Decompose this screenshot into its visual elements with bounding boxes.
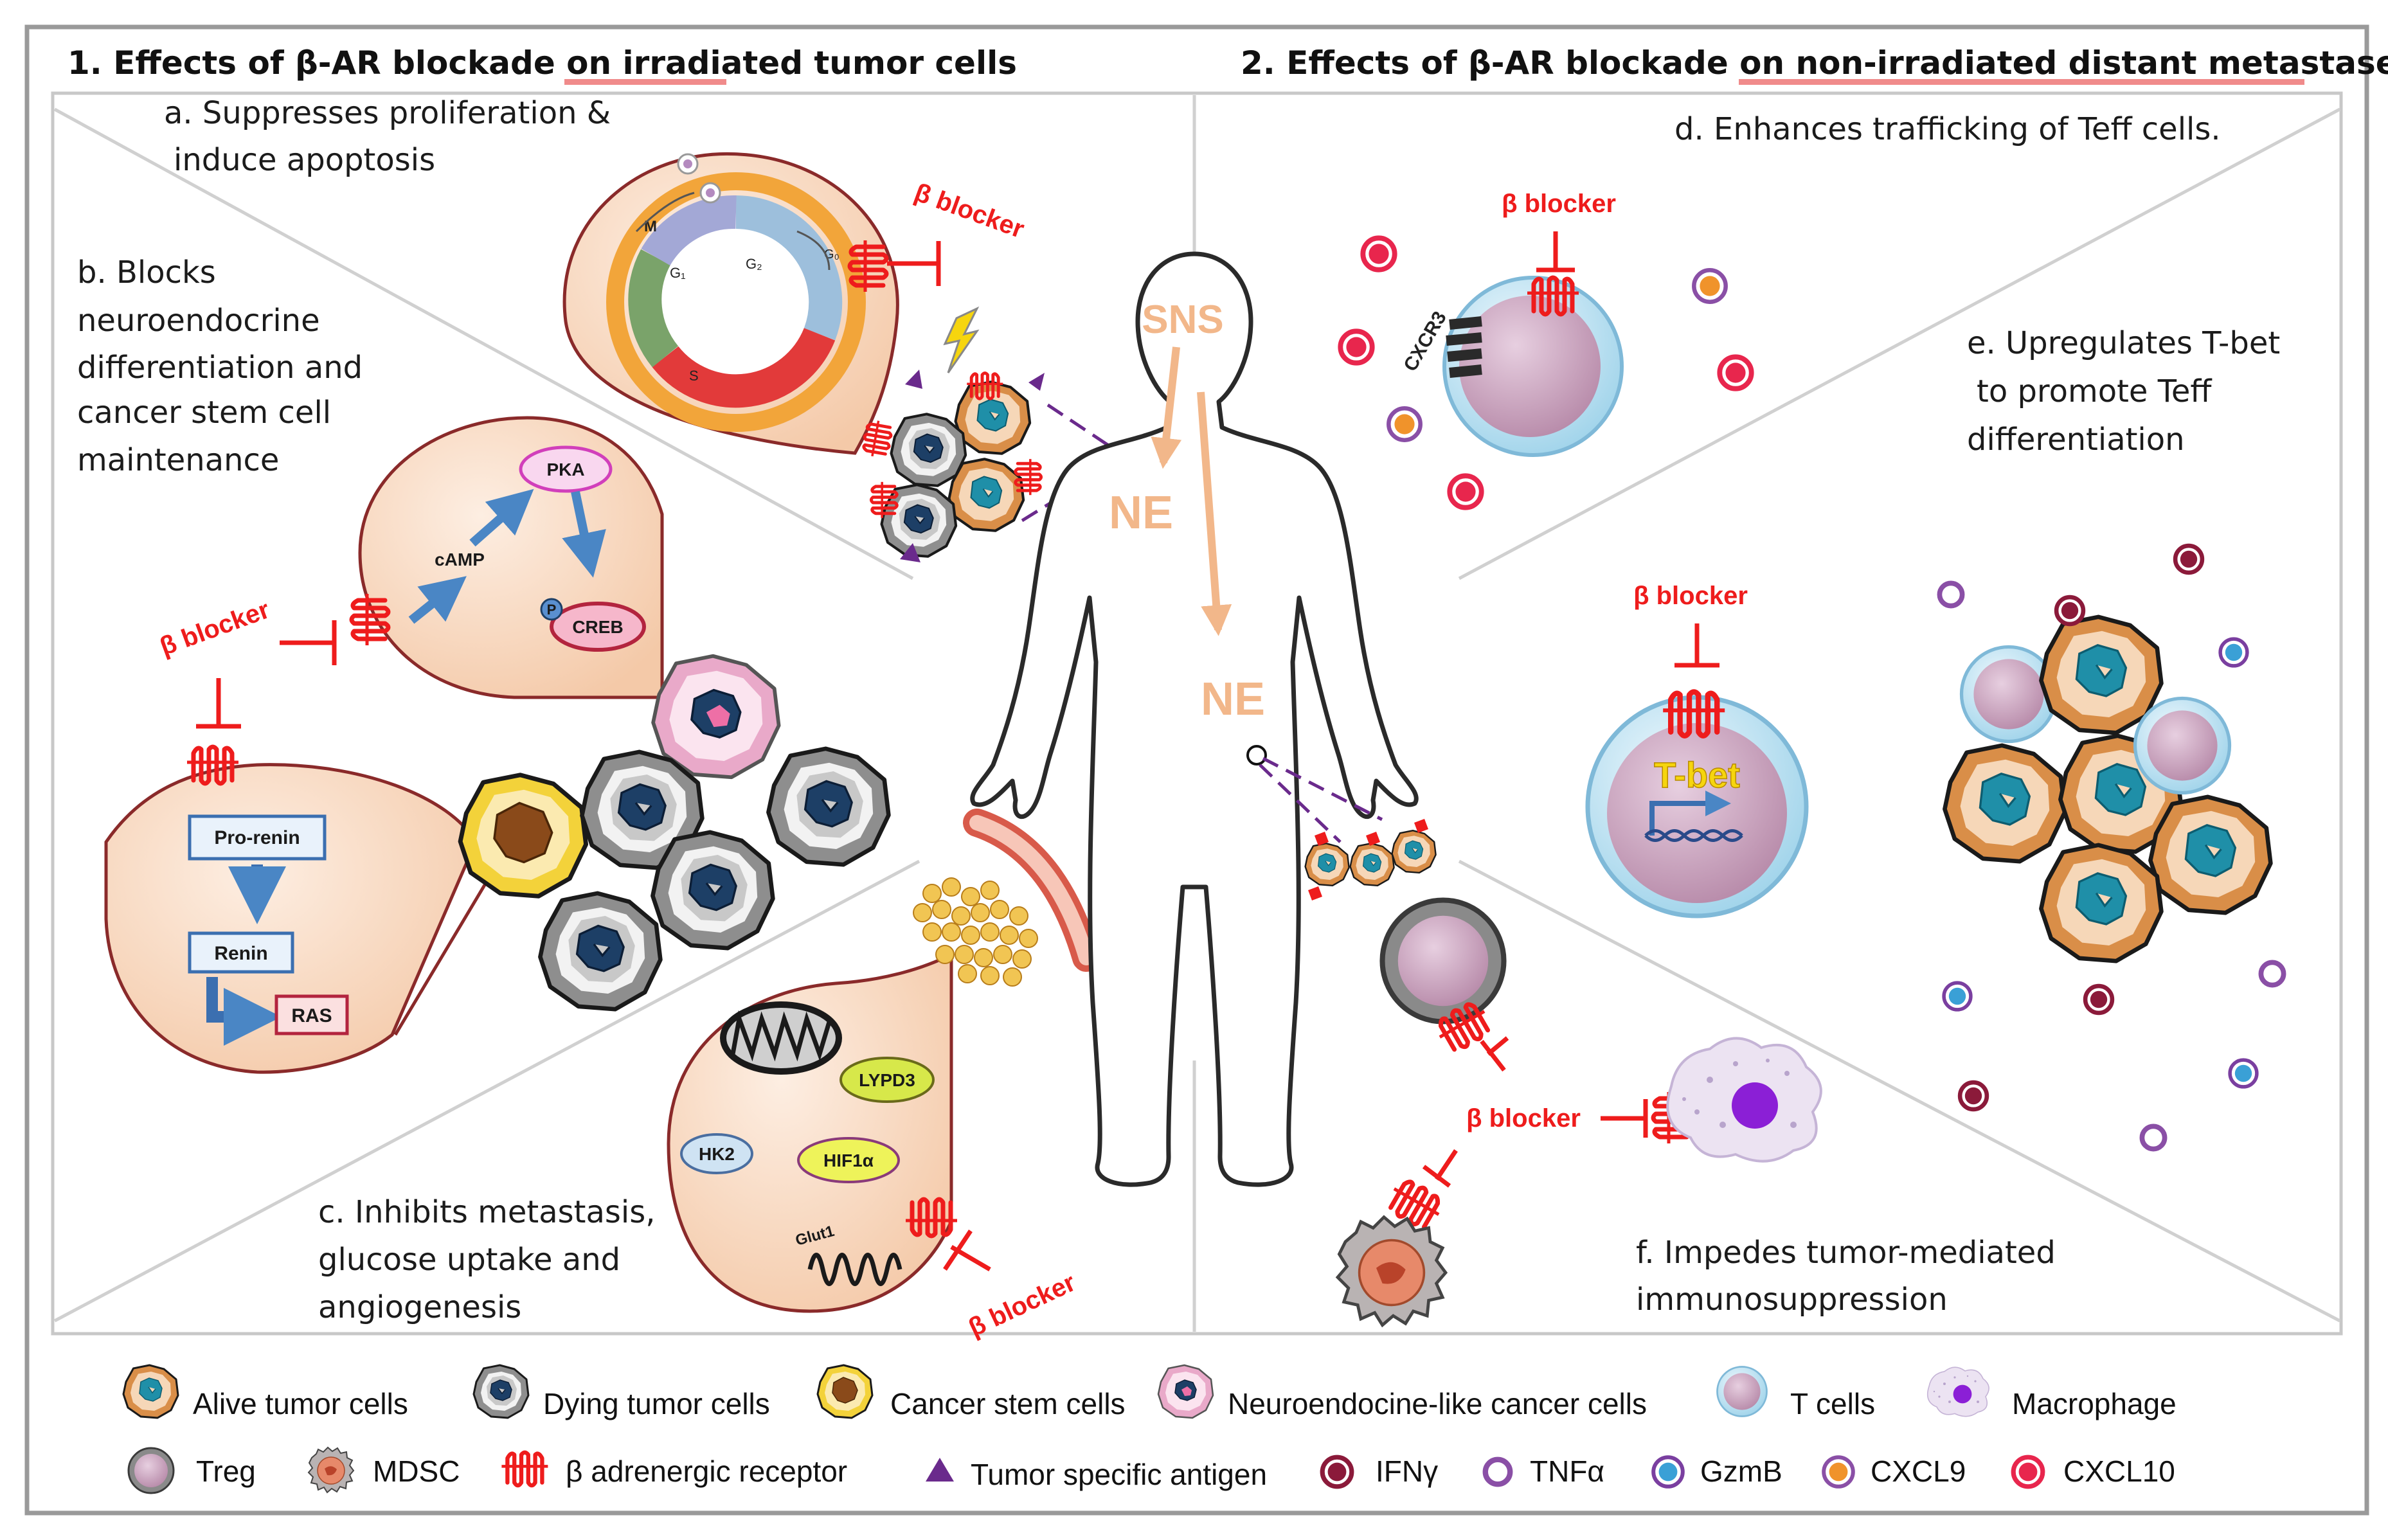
ne-label-upper: NE [1109,487,1173,539]
panel-e-text: e. Upregulates T-bet to promote Teff dif… [1967,325,2290,458]
legend-ifn-gamma: IFNγ [1376,1455,1438,1488]
pka-node [519,445,613,493]
panel-e-tbet: β blocker T-bet [1585,546,2284,1149]
panel-b-text: b. Blocks neuroendocrine differentiation… [77,255,372,478]
lypd3-node [839,1057,935,1103]
legend-mdsc: MDSC [373,1455,460,1488]
pka-label: PKA [546,460,584,479]
panel-c-text: c. Inhibits metastasis, glucose uptake a… [318,1194,665,1325]
legend-cxcl10: CXCL10 [2063,1455,2175,1488]
cycle-s-label: S [689,368,699,384]
panel-a-bubble: M G₂ G₁ S G₀ [562,152,899,455]
sns-arrow-ne1 [1151,346,1182,469]
section-dividers [53,95,2341,1332]
legend-gzmb: GzmB [1700,1455,1782,1488]
legend-tumor-specific-antigen: Tumor specific antigen [971,1458,1267,1491]
phospho-p [540,598,563,621]
left-header: 1. Effects of β-AR blockade on irradiate… [67,44,1017,85]
panel-b-renin-bubble: Pro-renin Renin RAS [104,763,498,1074]
phospho-p-label: P [547,602,557,618]
sns-label: SNS [1142,298,1223,342]
right-header: 2. Effects of β-AR blockade on non-irrad… [1241,44,2388,85]
ne-label-lower: NE [1201,674,1265,725]
lypd3-label: LYPD3 [859,1070,915,1090]
right-header-underline [1739,79,2304,85]
panel-d-trafficking: CXCR3 β blocker [1340,190,1751,508]
sns-arrow-ne2 [1197,391,1232,636]
radiation-lightning-icon [943,306,980,373]
cycle-m-label: M [644,218,657,235]
panel-c-bubble: LYPD3 HK2 HIF1α Glut1 [667,951,953,1313]
panel-b-signaling-bubble: PKA cAMP CREB P [358,416,664,699]
blood-vessel-cluster [913,809,1100,987]
hk2-label: HK2 [699,1144,735,1164]
creb-node [550,602,646,652]
human-body-outline: SNS NE NE [970,251,1419,1187]
creb-label: CREB [572,617,623,637]
panel-a-text: a. Suppresses proliferation & induce apo… [164,95,620,178]
panel-b-beta-blocker-lower [187,678,241,783]
legend-macrophage: Macrophage [2012,1387,2177,1420]
panel-d-beta-blocker-label: β blocker [1502,190,1616,218]
left-header-underline [564,79,726,85]
pro-renin-label: Pro-renin [214,827,300,848]
camp-label: cAMP [435,550,485,569]
ras-label: RAS [291,1005,332,1026]
legend-tnf-alpha: TNFα [1530,1455,1604,1488]
panel-e-beta-blocker-label: β blocker [1633,582,1748,610]
tumor-antigen-triangle-icon [926,1458,954,1482]
tbet-label: T-bet [1654,755,1740,795]
dna-icon [1644,829,1743,842]
hif1a-node [797,1137,900,1183]
panel-d-text: d. Enhances trafficking of Teff cells. [1674,111,2221,147]
right-header-highlight: non-irradiated distant metastases [1796,44,2388,82]
svg-text:2. Effects of β-AR blockade on: 2. Effects of β-AR blockade on non-irrad… [1241,44,2388,82]
cycle-outer-ring [606,172,866,432]
panel-f-beta-blocker-label: β blocker [1466,1104,1581,1133]
legend-cxcl9: CXCL9 [1871,1455,1966,1488]
panel-f-text: f. Impedes tumor-mediated immunosuppress… [1636,1235,2065,1318]
cycle-g2-label: G₂ [746,256,762,272]
legend: Alive tumor cells Dying tumor cells Canc… [122,1364,2177,1494]
legend-beta-adrenergic-receptor: β adrenergic receptor [566,1455,847,1488]
svg-text:1. Effects of β-AR blockade on: 1. Effects of β-AR blockade on irradiate… [67,44,1017,82]
renin-box [188,931,294,974]
legend-neuroendocrine-cells: Neuroendocine-like cancer cells [1228,1387,1647,1420]
glut1-transporter-icon [807,1253,902,1286]
hif1a-label: HIF1α [823,1151,874,1170]
cycle-g1-label: G₁ [670,265,686,281]
panel-f-immunosuppression: β blocker [1338,900,1822,1325]
ras-box [274,994,349,1035]
legend-cancer-stem-cells: Cancer stem cells [890,1387,1126,1420]
legend-t-cells: T cells [1790,1387,1875,1420]
legend-dying-tumor-cells: Dying tumor cells [543,1387,770,1420]
hk2-node [680,1133,753,1174]
pro-renin-box [188,814,327,861]
distant-metastasis-cluster [1246,745,1437,900]
legend-treg: Treg [196,1455,256,1488]
left-header-highlight: irradiated [623,44,803,82]
renin-label: Renin [214,943,267,964]
legend-alive-tumor-cells: Alive tumor cells [193,1387,408,1420]
